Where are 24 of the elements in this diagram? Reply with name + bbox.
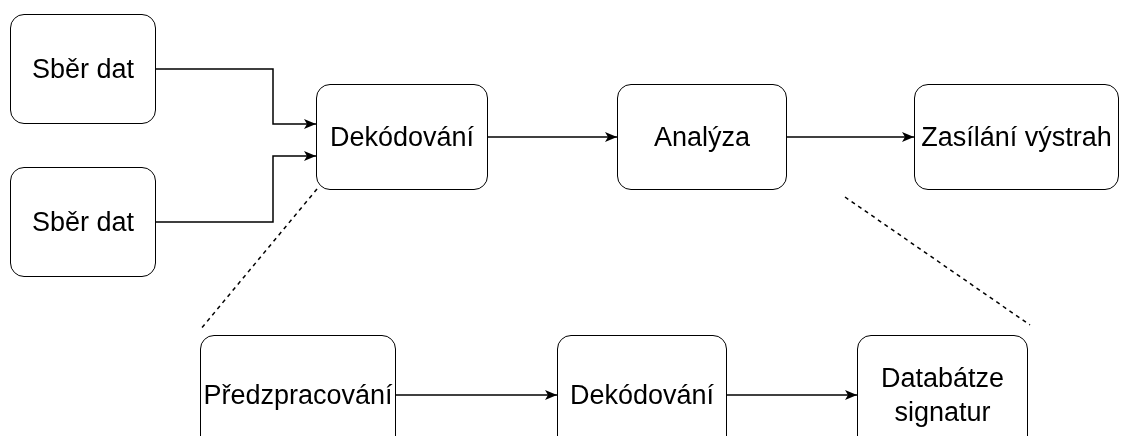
box-label: Dekódování: [329, 121, 475, 154]
arrow: [786, 132, 915, 142]
box-label: Dekódování: [569, 379, 715, 412]
box-label: Sběr dat: [31, 53, 135, 86]
process-box: [857, 335, 1028, 436]
arrow: [395, 390, 558, 400]
process-box: [617, 84, 787, 190]
dashed-line: [844, 196, 1031, 326]
dashed-line: [199, 188, 318, 331]
box-label: Předzpracování: [203, 379, 393, 412]
arrow: [487, 132, 618, 142]
process-box: [316, 84, 488, 190]
process-box: [914, 84, 1119, 190]
box-label: Sběr dat: [31, 206, 135, 239]
box-label: Analýza: [653, 121, 751, 154]
arrow: [726, 390, 858, 400]
process-box: [557, 335, 727, 436]
box-label: Zasílání výstrah: [921, 121, 1112, 154]
arrow: [155, 151, 317, 223]
process-box: [10, 14, 156, 124]
process-box: [10, 167, 156, 277]
process-box: [200, 335, 396, 436]
arrow: [155, 68, 317, 129]
box-label: Databátze signatur: [879, 362, 1006, 429]
